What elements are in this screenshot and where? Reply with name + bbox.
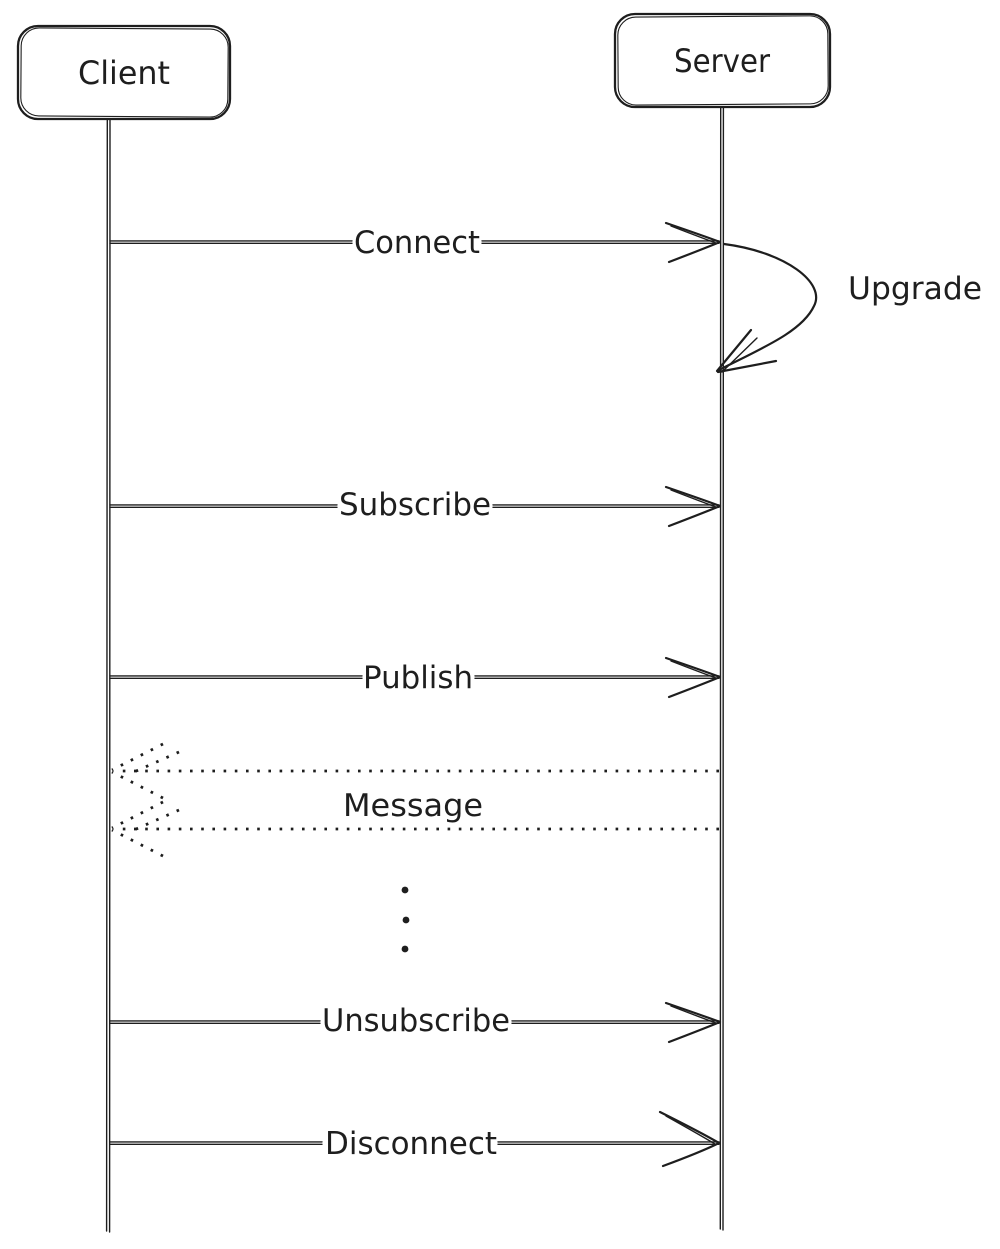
message-arrow-unsubscribe: Unsubscribe <box>109 1001 722 1044</box>
arrow-shaft <box>481 240 720 244</box>
dotted-arrow-head-sketch-stroke <box>133 808 180 832</box>
actor-client: Client <box>16 24 232 121</box>
arrow-label: Unsubscribe <box>322 1003 510 1039</box>
server-actor-label: Server <box>674 42 771 80</box>
arrow-shaft <box>109 675 363 679</box>
arrow-head <box>664 1001 722 1044</box>
arrow-head <box>664 485 722 528</box>
arrow-head <box>664 656 722 699</box>
self-loop-label: Upgrade <box>848 271 982 307</box>
arrow-shaft <box>474 675 720 679</box>
server-actor-box <box>613 12 832 109</box>
arrow-label: Subscribe <box>339 487 491 523</box>
dotted-arrow-head-sketch-stroke <box>133 750 180 774</box>
arrow-label: Message <box>343 788 483 824</box>
arrow-head-sketch-stroke <box>670 1005 717 1024</box>
message-self-loop-upgrade: Upgrade <box>715 242 982 374</box>
self-loop-curve <box>717 242 818 372</box>
arrow-shaft <box>109 504 338 508</box>
arrow-head-sketch-stroke <box>665 1115 716 1145</box>
client-actor-box-sketch-stroke <box>20 27 229 118</box>
ellipsis-dot <box>401 945 409 953</box>
message-arrow-disconnect: Disconnect <box>109 1110 721 1168</box>
arrow-shaft <box>511 1020 720 1024</box>
arrow-shaft <box>109 240 353 244</box>
arrow-head-sketch-stroke <box>670 660 717 679</box>
arrow-label: Connect <box>354 225 480 261</box>
arrow-shaft <box>109 1141 323 1145</box>
client-actor-box <box>16 24 232 121</box>
arrow-head <box>716 359 778 374</box>
server-lifeline <box>719 106 725 1231</box>
arrow-shaft <box>492 504 720 508</box>
arrow-head-sketch-stroke <box>670 489 717 508</box>
arrow-head <box>664 221 722 264</box>
message-arrow-message: Message <box>111 742 719 858</box>
arrow-shaft <box>109 1020 321 1024</box>
arrow-head <box>715 328 753 373</box>
arrow-head-sketch-stroke <box>670 225 717 244</box>
ellipsis-dots <box>401 886 410 953</box>
arrow-head-sketch-stroke <box>721 337 758 373</box>
message-arrow-connect: Connect <box>109 221 722 264</box>
client-lifeline-stroke <box>105 118 108 1232</box>
arrow-shaft <box>497 1141 720 1145</box>
ellipsis-dot <box>401 886 409 894</box>
arrow-label: Publish <box>363 660 473 696</box>
arrow-head <box>658 1110 721 1168</box>
arrow-label: Disconnect <box>325 1126 497 1162</box>
server-actor-box-sketch-stroke <box>617 15 829 106</box>
ellipsis-dot <box>402 916 410 924</box>
client-actor-label: Client <box>78 54 170 92</box>
actor-server: Server <box>613 12 832 109</box>
message-arrow-subscribe: Subscribe <box>109 485 722 528</box>
message-arrow-publish: Publish <box>109 656 722 699</box>
